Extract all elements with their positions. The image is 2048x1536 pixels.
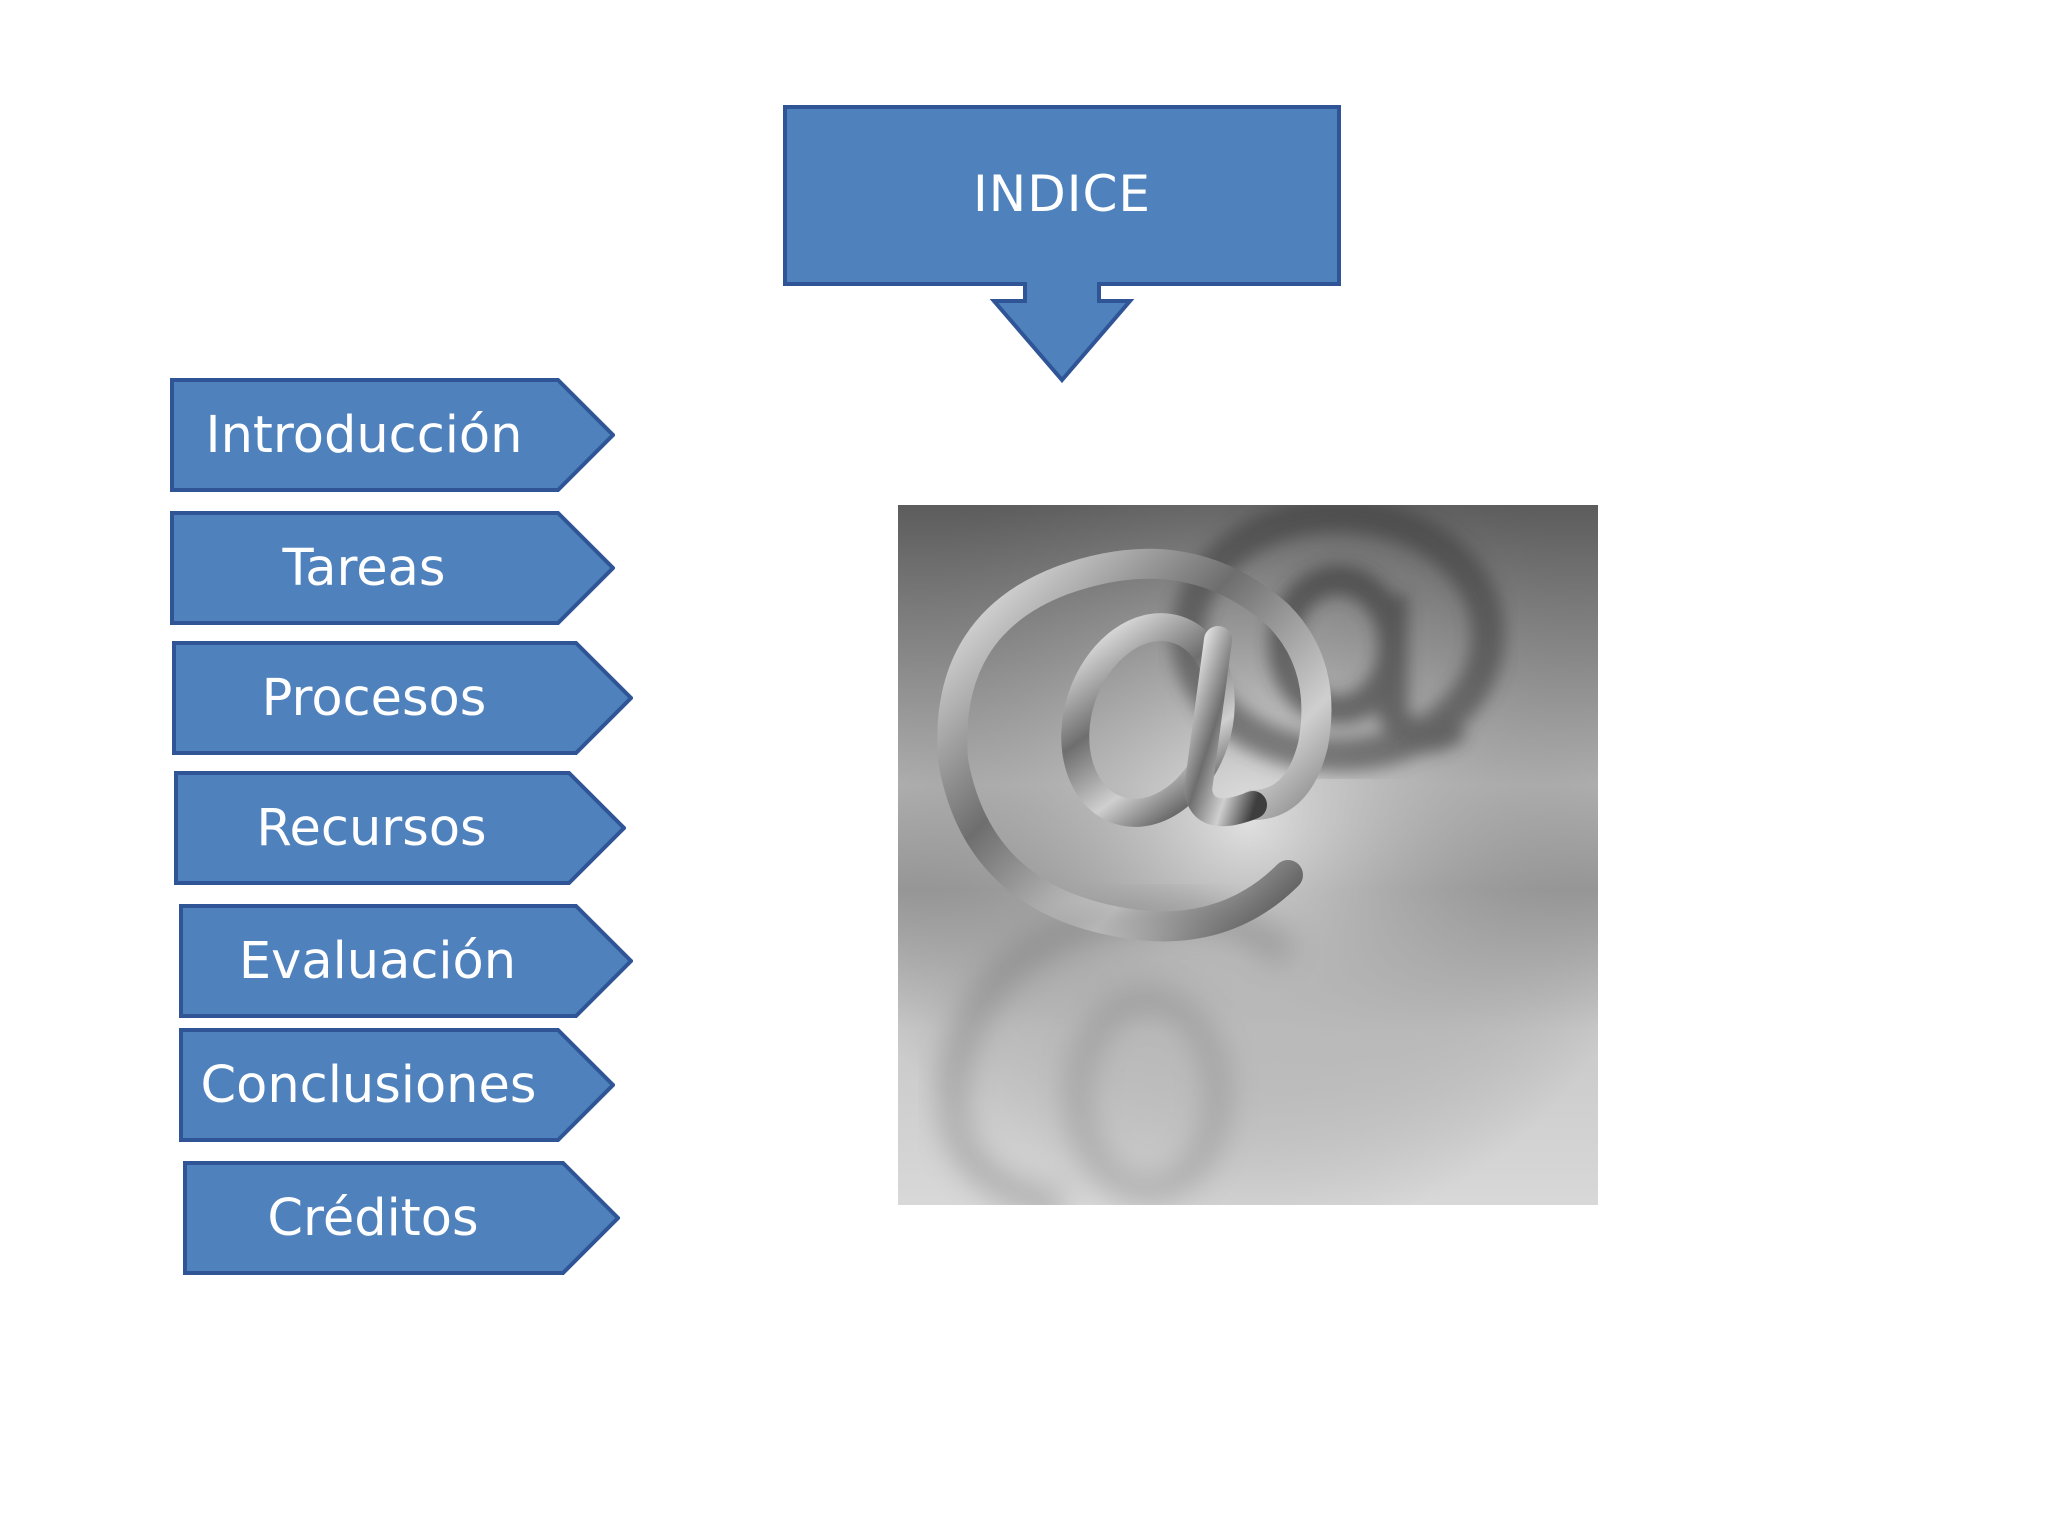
nav-item-label: Introducción <box>205 405 523 465</box>
index-title-callout: INDICE <box>782 104 1342 384</box>
nav-item-evaluacion[interactable]: Evaluación <box>179 904 633 1018</box>
down-arrow-callout-shape <box>783 105 1341 384</box>
nav-item-label: Recursos <box>256 798 487 858</box>
nav-item-label: Evaluación <box>238 931 517 991</box>
pentagon-arrow-shape <box>179 904 633 1018</box>
pentagon-arrow-shape <box>174 771 626 885</box>
at-sign-icon <box>898 505 1598 1205</box>
pentagon-arrow-shape <box>172 641 633 755</box>
nav-item-label: Conclusiones <box>200 1055 537 1115</box>
nav-item-label: Créditos <box>267 1188 479 1248</box>
pentagon-arrow-shape <box>179 1028 615 1142</box>
nav-item-recursos[interactable]: Recursos <box>174 771 626 885</box>
pentagon-arrow-shape <box>183 1161 620 1275</box>
nav-item-introduccion[interactable]: Introducción <box>170 378 615 492</box>
nav-item-tareas[interactable]: Tareas <box>170 511 615 625</box>
nav-item-conclusiones[interactable]: Conclusiones <box>179 1028 615 1142</box>
nav-item-label: Tareas <box>282 538 446 598</box>
nav-item-procesos[interactable]: Procesos <box>172 641 633 755</box>
page-title: INDICE <box>973 165 1151 223</box>
pentagon-arrow-shape <box>170 511 615 625</box>
at-sign-photo <box>898 505 1598 1205</box>
pentagon-arrow-shape <box>170 378 615 492</box>
nav-item-creditos[interactable]: Créditos <box>183 1161 620 1275</box>
nav-item-label: Procesos <box>261 668 487 728</box>
